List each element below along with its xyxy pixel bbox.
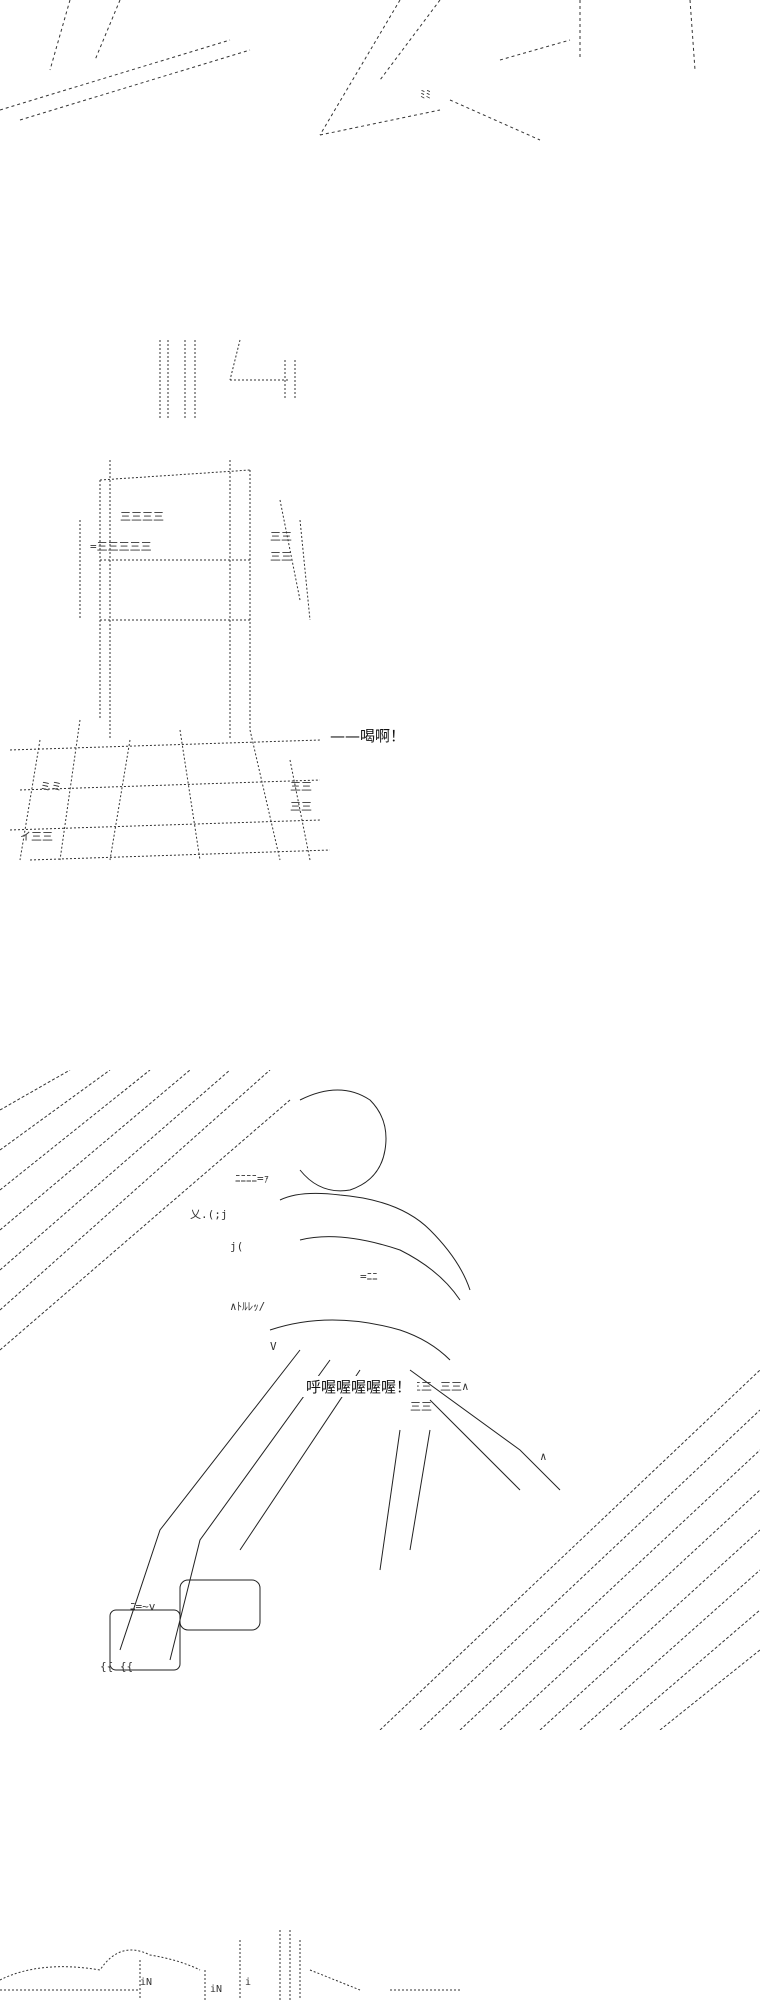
svg-text:j(: j( — [230, 1240, 243, 1253]
svg-text:三三: 三三 — [290, 780, 312, 793]
svg-text:乂.(;j: 乂.(;j — [190, 1208, 228, 1221]
roaring-figure-panel: ﾆﾆﾆﾆ=ｧ 乂.(;j ∧ﾄﾙﾚｯ/ =ﾆﾆ j( V 三三∧ ∧ 三三 三三… — [0, 1070, 760, 1730]
svg-text:V: V — [270, 1340, 277, 1353]
svg-text:ﾆﾆﾆﾆ=ｧ: ﾆﾆﾆﾆ=ｧ — [235, 1172, 269, 1185]
svg-text:三三: 三三 — [270, 530, 292, 543]
svg-text:三三: 三三 — [270, 550, 292, 563]
svg-text:{{ {{: {{ {{ — [100, 1660, 133, 1673]
speed-lines-art: ﾐﾐ — [0, 0, 696, 141]
svg-text:=ﾆﾆ: =ﾆﾆ — [360, 1270, 378, 1283]
svg-text:=三三三三三: =三三三三三 — [90, 540, 152, 553]
roar-sound-effect: 呼喔喔喔喔喔！ — [300, 1376, 418, 1397]
svg-text:∧: ∧ — [540, 1450, 547, 1463]
top-speed-lines-panel: ﾐﾐ — [0, 0, 760, 150]
svg-text:ﾆ=~v: ﾆ=~v — [130, 1600, 156, 1613]
roaring-figure-drawing: ﾆﾆﾆﾆ=ｧ 乂.(;j ∧ﾄﾙﾚｯ/ =ﾆﾆ j( V 三三∧ ∧ 三三 三三… — [0, 1070, 760, 1730]
svg-text:ミミ: ミミ — [40, 780, 62, 793]
tower-crowd-panel: 三三三三 =三三三三三 三三 三三 ミミ 三三 三三 イ三三 ——喝啊！ — [0, 320, 760, 880]
svg-text:i: i — [245, 1977, 251, 1988]
svg-text:iN: iN — [210, 1984, 222, 1995]
svg-text:ﾐﾐ: ﾐﾐ — [420, 88, 431, 101]
svg-text:iN: iN — [140, 1977, 152, 1988]
svg-text:イ三三: イ三三 — [20, 830, 53, 843]
svg-text:∧ﾄﾙﾚｯ/: ∧ﾄﾙﾚｯ/ — [230, 1300, 265, 1313]
svg-text:三三: 三三 — [410, 1400, 432, 1413]
svg-text:三三: 三三 — [290, 800, 312, 813]
crowd-tower-drawing: 三三三三 =三三三三三 三三 三三 ミミ 三三 三三 イ三三 — [9, 339, 331, 861]
svg-text:三三三三: 三三三三 — [120, 510, 164, 523]
svg-text:三三∧: 三三∧ — [440, 1380, 469, 1393]
bottom-fragment-panel: iN iN i — [0, 1900, 760, 2000]
shout-sound-effect: ——喝啊！ — [330, 727, 406, 745]
bottom-fragment-drawing: iN iN i — [0, 1930, 460, 2000]
